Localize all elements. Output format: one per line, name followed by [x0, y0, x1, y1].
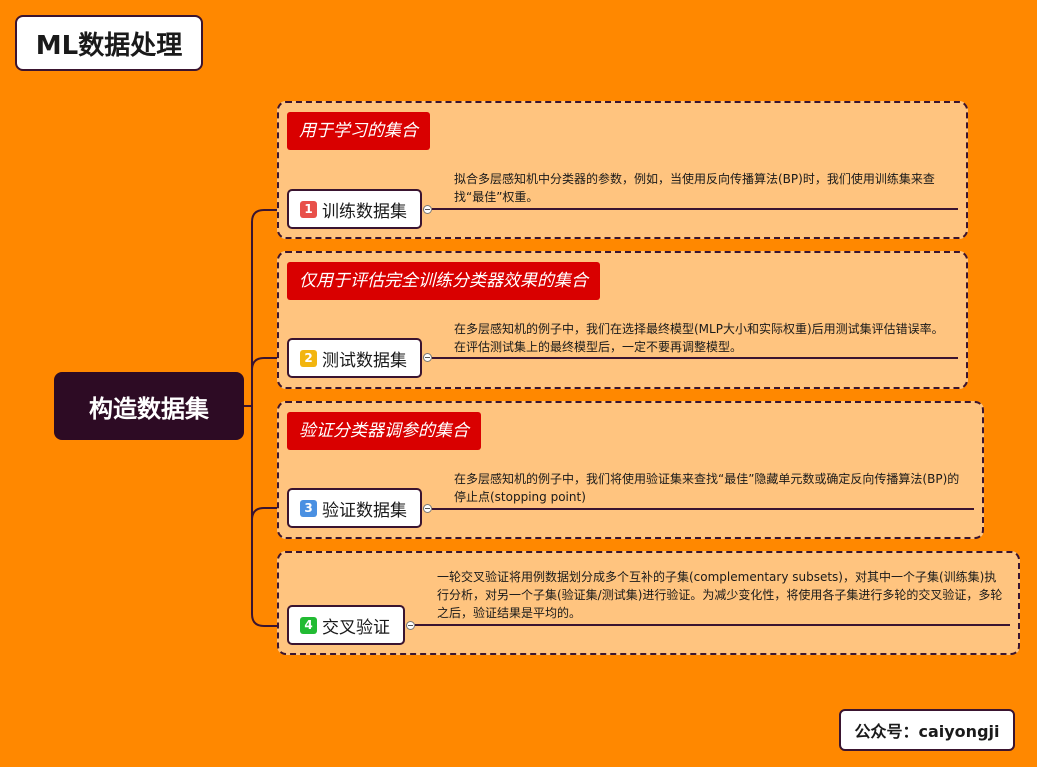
node-label: 测试数据集 [322, 350, 407, 371]
node-label: 交叉验证 [322, 617, 390, 638]
description-underline [432, 208, 958, 210]
number-badge-1: 1 [300, 200, 317, 218]
callout-training: 用于学习的集合 [287, 112, 430, 150]
node-label: 训练数据集 [322, 201, 407, 222]
node-training-set[interactable]: 1 训练数据集 [287, 189, 422, 229]
collapse-toggle-icon[interactable] [406, 621, 415, 630]
node-test-set[interactable]: 2 测试数据集 [287, 338, 422, 378]
node-cross-validation[interactable]: 4 交叉验证 [287, 605, 405, 645]
root-node[interactable]: 构造数据集 [54, 372, 244, 440]
callout-test: 仅用于评估完全训练分类器效果的集合 [287, 262, 600, 300]
collapse-toggle-icon[interactable] [423, 504, 432, 513]
collapse-toggle-icon[interactable] [423, 353, 432, 362]
description-validation: 在多层感知机的例子中，我们将使用验证集来查找“最佳”隐藏单元数或确定反向传播算法… [454, 472, 960, 504]
node-validation-set[interactable]: 3 验证数据集 [287, 488, 422, 528]
page-title: ML数据处理 [15, 15, 203, 71]
description-training: 拟合多层感知机中分类器的参数，例如，当使用反向传播算法(BP)时，我们使用训练集… [454, 172, 935, 204]
footer-account-label: 公众号：caiyongji [839, 709, 1015, 751]
description-test: 在多层感知机的例子中，我们在选择最终模型(MLP大小和实际权重)后用测试集评估错… [454, 322, 944, 354]
callout-validation: 验证分类器调参的集合 [287, 412, 481, 450]
description-cross-validation: 一轮交叉验证将用例数据划分成多个互补的子集(complementary subs… [437, 570, 1003, 620]
number-badge-4: 4 [300, 616, 317, 634]
collapse-toggle-icon[interactable] [423, 205, 432, 214]
number-badge-2: 2 [300, 349, 317, 367]
node-label: 验证数据集 [322, 500, 407, 521]
description-underline [415, 624, 1010, 626]
description-underline [432, 508, 974, 510]
description-underline [432, 357, 958, 359]
number-badge-3: 3 [300, 499, 317, 517]
